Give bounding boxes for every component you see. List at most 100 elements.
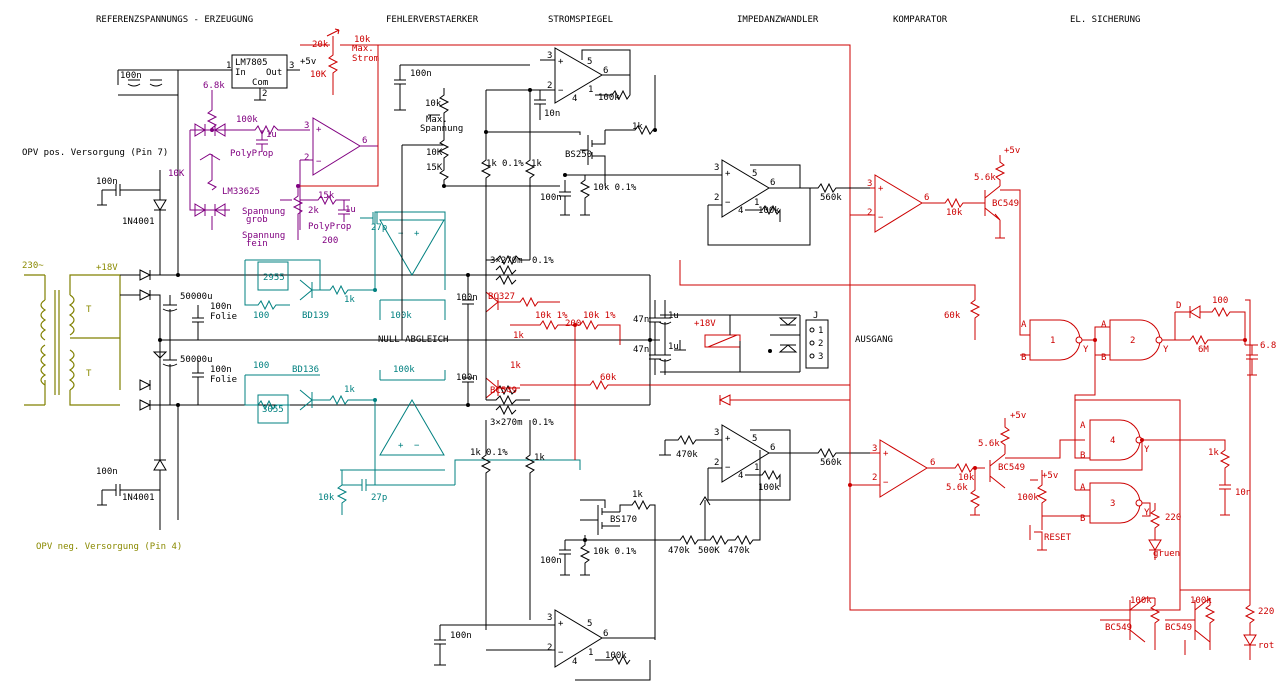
gate-3-label: 3: [1110, 499, 1115, 509]
res-100k-f-label: 100k: [1017, 493, 1039, 503]
gate-2-y-label: Y: [1163, 345, 1169, 355]
bc549-d-label: BC549: [1105, 623, 1132, 633]
opamp-bot-plus: +: [398, 441, 404, 451]
led-rot-label: rot: [1258, 641, 1274, 651]
opamp-iw-bot-pin1: 1: [754, 463, 759, 473]
gate-4-b-label: B: [1080, 451, 1085, 461]
opamp-sm-bot-pin1: 1: [588, 648, 593, 658]
cap-100n-top-label: 100n: [120, 71, 142, 81]
transistor-2955: [257, 261, 289, 291]
gate-1-a-label: A: [1021, 320, 1027, 330]
comp-top-pin2: 2: [867, 208, 872, 218]
lm7805-pin2: 2: [262, 89, 267, 99]
res-100k-b-label: 100k: [393, 365, 415, 375]
opamp-iw-bot-plus: +: [725, 434, 731, 444]
transistor-3055-label: 3055: [262, 405, 284, 415]
cap-100n-pos-label: 100n: [96, 177, 118, 187]
opamp-ref-minus: −: [316, 157, 322, 167]
opamp-sm-bot-plus: +: [558, 619, 564, 629]
transformer-label-bottom: T: [86, 369, 92, 379]
cap-27p-b-label: 27p: [371, 493, 387, 503]
comp-bot-minus: −: [883, 478, 889, 488]
res-5-6k-c-label: 5.6k: [978, 439, 1000, 449]
res-1k-g-label: 1k: [470, 448, 481, 458]
opamp-ref-pin2: 2: [304, 153, 309, 163]
bd136-label: BD136: [292, 365, 319, 375]
res-100k-ref-label: 100k: [236, 115, 258, 125]
res-1k-h-label: 1k: [534, 453, 545, 463]
opamp-sm-bot-pin4: 4: [572, 657, 577, 667]
current-mirror-top: 100n 10k Max. Spannung 10K 15K 1k 0.1% 1…: [394, 47, 720, 400]
lm7805-com-label: Com: [252, 78, 268, 88]
bc549-b-label: BC549: [992, 199, 1019, 209]
impedance-top: + − 3 2 5 4 1 6 100k 560k: [707, 159, 870, 246]
plus5v-a-label: +5v: [1004, 146, 1020, 156]
bs250-label: BS250: [565, 150, 592, 160]
res-1k-f-label: 1k: [510, 361, 521, 371]
res-10k-01-a-label: 10k 0.1%: [593, 183, 637, 193]
gate-2-a-label: A: [1101, 320, 1107, 330]
cap-100n-em-label: 100n: [410, 69, 432, 79]
opamp-sm-top-pin3: 3: [547, 51, 552, 61]
lm7805-out-label: Out: [266, 68, 282, 78]
spannung-grob-label-2: grob: [246, 215, 268, 225]
gate-3-b-label: B: [1080, 514, 1085, 524]
plus5v-c-label: +5v: [1042, 471, 1058, 481]
folie-a-label: Folie: [210, 312, 237, 322]
bc327-label: BC327: [488, 292, 515, 302]
res-1k-c-label: 1k: [486, 159, 497, 169]
lm7805-pin1: 1: [226, 61, 231, 71]
opamp-sm-bot-pin6: 6: [603, 629, 608, 639]
comp-bot-pin2: 2: [872, 473, 877, 483]
bc549-c-label: BC549: [998, 463, 1025, 473]
opamp-iw-top-pin6: 6: [770, 178, 775, 188]
gate-1-y-label: Y: [1083, 345, 1089, 355]
res-560k-a-label: 560k: [820, 193, 842, 203]
cap-1u-ref-label: 1u: [266, 130, 277, 140]
gate-3-y-label: Y: [1144, 508, 1150, 518]
cap-100n-folie-b-label: 100n: [210, 365, 232, 375]
cap-1u-d-label: 1u: [668, 342, 679, 352]
comp-bot-plus: +: [883, 449, 889, 459]
bc549-e-label: BC549: [1165, 623, 1192, 633]
gate-1-label: 1: [1050, 336, 1055, 346]
cap-10n-sm-label: 10n: [544, 109, 560, 119]
res-5-6k-b-label: 5.6k: [946, 483, 968, 493]
current-mirror-bottom: 1k 0.1% 1k BS170 1k 10k 0.1% 100n 470k 5…: [434, 420, 761, 681]
cap-50000u-a-label: 50000u: [180, 292, 213, 302]
opamp-iw-top-pin2: 2: [714, 193, 719, 203]
cap-100n-neg-label: 100n: [96, 467, 118, 477]
res-10k-bottom-label: 10k: [318, 493, 335, 503]
header-reference: REFERENZSPANNUNGS - ERZEUGUNG: [96, 15, 253, 25]
gate-2-b-label: B: [1101, 353, 1106, 363]
res-1k-e-label: 1k: [513, 331, 524, 341]
connector-pin2: 2: [818, 339, 823, 349]
res-2k-label: 2k: [308, 206, 319, 216]
opamp-iw-top-pin3: 3: [714, 163, 719, 173]
res-470k-c-label: 470k: [728, 546, 750, 556]
diode-d-label: D: [1176, 301, 1181, 311]
res-100k-low-label: 100k: [605, 651, 627, 661]
cap-100n-sm-label: 100n: [540, 193, 562, 203]
gate-3-a-label: A: [1080, 483, 1086, 493]
opamp-top-plus: +: [414, 229, 420, 239]
header-impedance: IMPEDANZWANDLER: [737, 15, 819, 25]
opamp-iw-top-plus: +: [725, 169, 731, 179]
cap-100n-mid-b-label: 100n: [456, 373, 478, 383]
res-100k-f3-label: 100k: [1190, 596, 1212, 606]
header-comparator: KOMPARATOR: [893, 15, 948, 25]
res-1k-sm-b-label: 1k: [632, 490, 643, 500]
opamp-sm-top-pin2: 2: [547, 81, 552, 91]
opamp-bot-minus: −: [414, 441, 420, 451]
cap-10n-f-label: 10n: [1235, 488, 1251, 498]
opamp-iw-top-minus: −: [725, 198, 731, 208]
shunt-a-tol-label: 0.1%: [532, 256, 554, 266]
res-5-6k-a-label: 5.6k: [974, 173, 996, 183]
res-10k-ref-label: 10K: [168, 169, 185, 179]
opamp-sm-top-pin5: 5: [587, 57, 592, 67]
bc549-a-label: BC549: [490, 386, 517, 396]
led-gruen-label: gruen: [1153, 549, 1180, 559]
cap-1u-b-label: 1u: [345, 205, 356, 215]
plus18v-b-label: +18V: [694, 319, 716, 329]
transistor-3055: [257, 394, 289, 424]
